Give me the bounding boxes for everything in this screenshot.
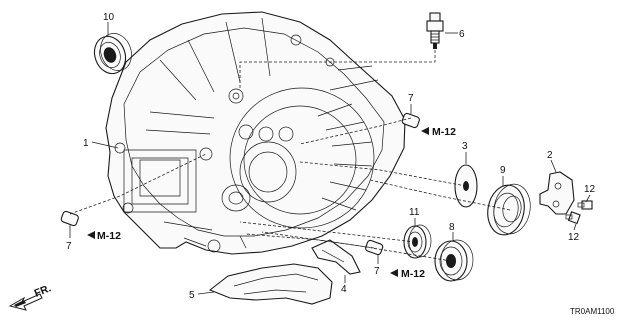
callout-12-upper: 12 [584, 184, 596, 195]
callout-4: 4 [341, 284, 347, 295]
callout-7-bottom: 7 [374, 266, 380, 277]
dowel-pin-top [401, 112, 420, 129]
callout-7-top: 7 [408, 93, 414, 104]
m12-reference-left: M-12 [97, 230, 121, 242]
callout-9: 9 [500, 165, 506, 176]
oil-seal [93, 33, 132, 75]
diagram-code: TR0AM1100 [570, 307, 615, 316]
callout-1: 1 [83, 138, 89, 149]
front-direction-label: FR. [33, 282, 53, 299]
ball-bearing-9 [487, 183, 531, 236]
dowel-pin-left [60, 210, 79, 227]
m12-reference-bottom: M-12 [401, 268, 425, 280]
callout-3: 3 [462, 141, 468, 152]
callout-11: 11 [409, 207, 420, 218]
callout-6: 6 [459, 29, 465, 40]
clutch-housing [105, 11, 406, 255]
dowel-pin-bottom [365, 239, 384, 256]
bolt-upper [577, 200, 593, 210]
ball-bearing-8 [434, 239, 474, 282]
front-direction-arrow-icon [8, 293, 43, 311]
callout-12-lower: 12 [568, 232, 580, 243]
m12-reference-top: M-12 [432, 126, 456, 138]
bearing-set-plate [539, 171, 575, 215]
callout-10: 10 [103, 12, 115, 23]
callout-8: 8 [449, 222, 455, 233]
callout-7-left: 7 [66, 241, 72, 252]
bolt-lower [565, 211, 581, 225]
under-cover [208, 263, 333, 305]
backup-light-switch [426, 12, 444, 49]
callout-2: 2 [547, 150, 553, 161]
leader-lines [69, 22, 591, 295]
callout-5: 5 [189, 290, 195, 301]
oil-gutter-plate [311, 239, 361, 275]
